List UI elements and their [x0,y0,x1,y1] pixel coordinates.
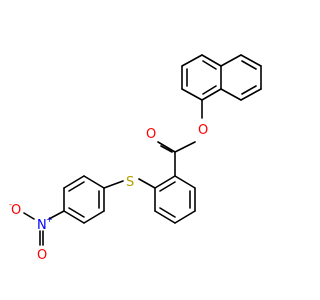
bond [68,181,85,192]
bond [103,180,124,189]
molecule-diagram: O O S N + O - O [9,54,262,263]
bond [220,88,242,101]
bond [138,178,156,189]
atom-nitro-oxygen-1: O [11,203,21,218]
bond [174,175,196,189]
bond [240,88,262,101]
bond [154,175,176,189]
bond [154,210,176,224]
bond [48,210,65,220]
bond [174,141,196,153]
bond [68,207,85,218]
bond [159,207,176,218]
bond [83,175,105,189]
bond [240,54,262,67]
charge-minus: - [9,200,12,209]
bond [159,181,176,192]
atom-nitro-oxygen-2: O [37,248,47,263]
bond [201,88,222,101]
atom-sulfur: S [126,175,134,190]
atom-ester-oxygen: O [198,123,208,138]
bond [202,85,217,95]
bond [23,212,35,220]
bond [160,145,173,153]
bond [202,60,217,70]
bond [181,54,203,67]
atom-nitro-nitrogen: N [37,218,47,233]
bond [220,54,242,67]
bond [181,88,203,101]
bond [63,175,85,189]
bonds [23,54,262,246]
bond [63,210,85,224]
charge-plus: + [46,215,53,224]
bond [157,141,176,153]
bond [201,54,222,67]
bond [241,60,257,70]
bond [174,210,196,224]
atom-carbonyl-oxygen: O [146,127,156,142]
bond [241,85,257,95]
atom-labels: O O S N + O - O [9,123,208,263]
bond [83,210,105,224]
